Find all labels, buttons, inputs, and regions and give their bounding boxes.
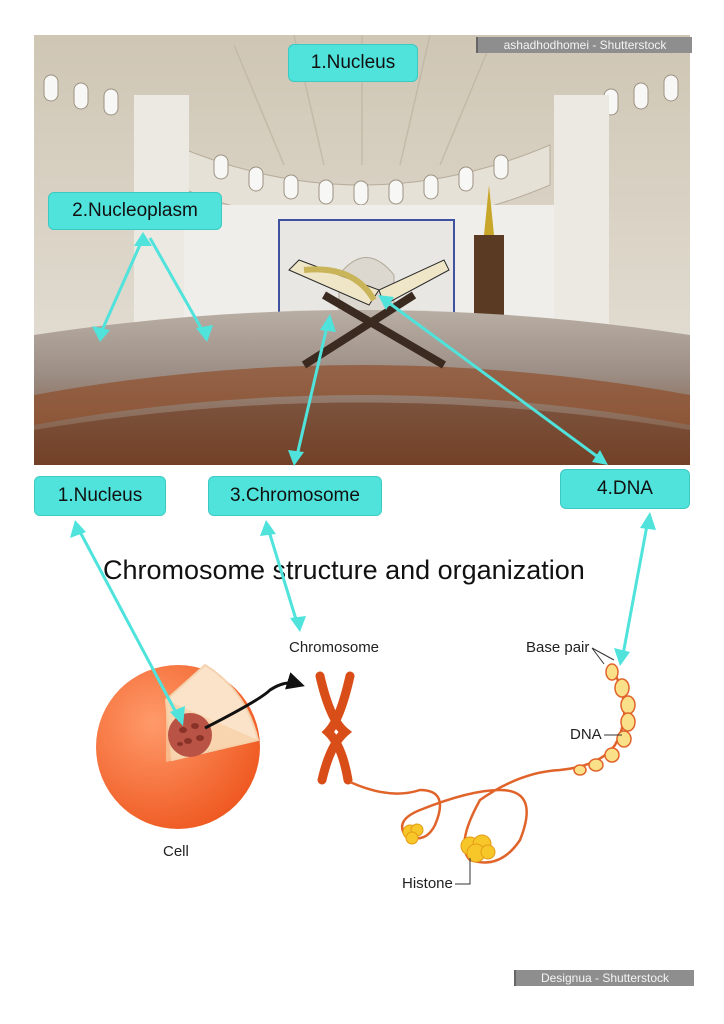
label-base-pair: Base pair: [526, 639, 590, 656]
tag-dna: 4.DNA: [560, 469, 690, 509]
tag-chromosome: 3.Chromosome: [208, 476, 382, 516]
tag-nucleus-bottom: 1.Nucleus: [34, 476, 166, 516]
chromosome-x-illustration: [315, 671, 355, 785]
tag-nucleus-top: 1.Nucleus: [288, 44, 418, 82]
diagram-title: Chromosome structure and organization: [103, 555, 585, 585]
label-dna: DNA: [570, 726, 602, 743]
dna-strand-illustration: [349, 667, 626, 864]
mosque-photo-illustration: [34, 35, 690, 465]
label-chromosome: Chromosome: [289, 639, 380, 656]
cell-illustration: [96, 663, 260, 829]
mosque-photo: [34, 35, 690, 465]
diagram-credit: Designua - Shutterstock: [514, 970, 694, 986]
curved-arrow-icon: [204, 672, 305, 730]
label-cell: Cell: [163, 843, 189, 860]
label-histone: Histone: [402, 875, 453, 892]
nucleus-illustration: [168, 713, 212, 757]
photo-credit: ashadhodhomei - Shutterstock: [476, 37, 692, 53]
arrow-dna-diagram: [620, 519, 650, 661]
tag-nucleoplasm: 2.Nucleoplasm: [48, 192, 222, 230]
